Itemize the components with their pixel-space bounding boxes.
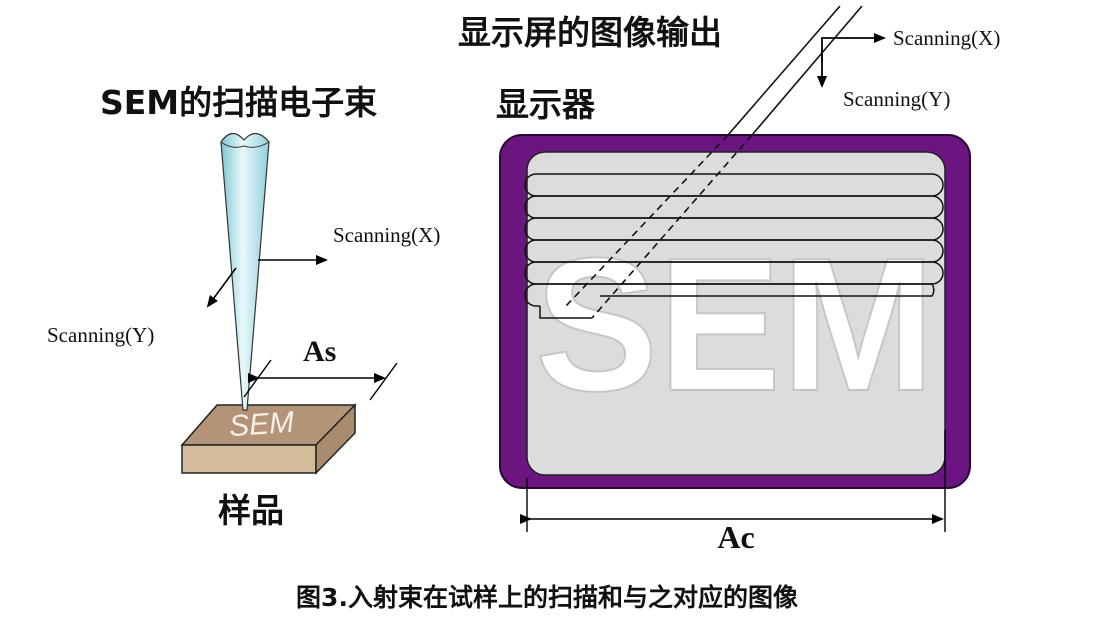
sample-block	[180, 403, 357, 475]
display-output-title: 显示屏的图像输出	[458, 13, 722, 52]
sample-label: 样品	[218, 491, 284, 530]
figure-caption: 图3.入射束在试样上的扫描和与之对应的图像	[296, 583, 798, 612]
sample-sem-text: SEM	[228, 406, 295, 443]
scan-x-label-left: Scanning(X)	[333, 223, 440, 247]
raster-scan-lines	[524, 173, 944, 319]
monitor-screen	[526, 151, 946, 476]
screen-sem-text: SEM	[535, 219, 935, 431]
scan-x-label-right: Scanning(X)	[893, 26, 1000, 50]
ac-dimension	[520, 430, 946, 532]
as-label: As	[303, 335, 336, 368]
scan-y-label-left: Scanning(Y)	[47, 323, 154, 347]
scan-y-label-right: Scanning(Y)	[843, 87, 950, 111]
ac-label: Ac	[717, 519, 754, 555]
as-dimension	[243, 359, 398, 401]
scan-y-arrow-left	[206, 267, 237, 308]
sem-beam-title: SEM的扫描电子束	[100, 83, 377, 122]
display-title: 显示器	[496, 85, 596, 124]
output-beam-lines	[565, 5, 863, 319]
electron-beam	[220, 132, 270, 411]
